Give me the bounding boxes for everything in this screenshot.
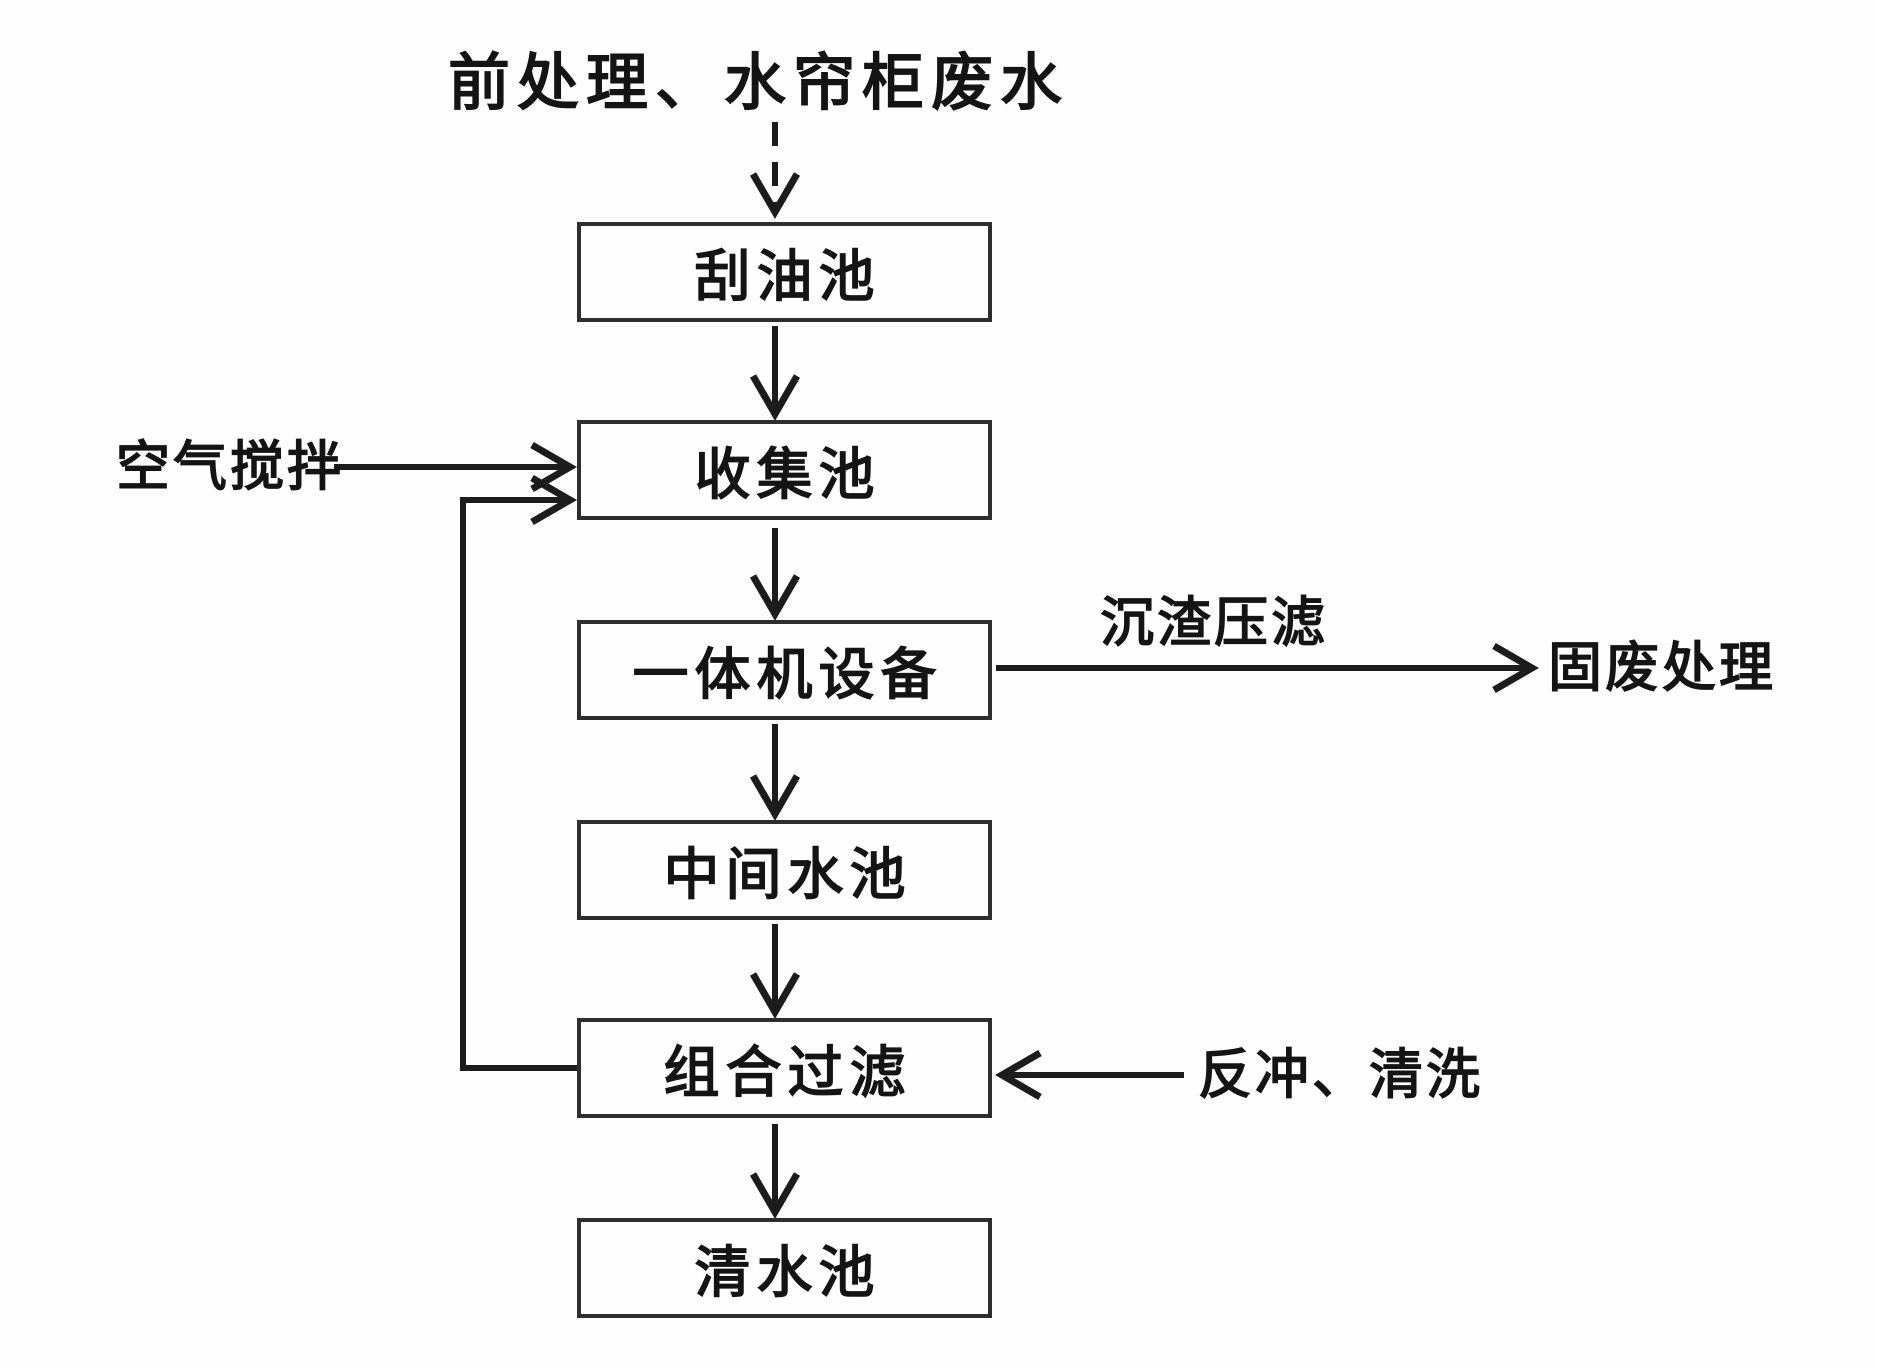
node-combined-filter: 组合过滤 — [577, 1018, 992, 1118]
source-wastewater-label: 前处理、水帘柜废水 — [448, 46, 1070, 119]
node-intermediate-water-tank-label: 中间水池 — [663, 842, 912, 908]
node-collection-tank-label: 收集池 — [694, 442, 881, 508]
node-collection-tank: 收集池 — [577, 420, 992, 520]
node-clean-water-tank-label: 清水池 — [694, 1240, 881, 1306]
node-oil-scraping-tank: 刮油池 — [577, 222, 992, 322]
node-oil-scraping-tank-label: 刮油池 — [694, 244, 881, 310]
node-integrated-machine-label: 一体机设备 — [632, 642, 943, 708]
node-clean-water-tank: 清水池 — [577, 1218, 992, 1318]
backwash-cleaning-label: 反冲、清洗 — [1198, 1043, 1483, 1106]
node-integrated-machine: 一体机设备 — [577, 620, 992, 720]
edge-combined-filter-recycle-to-collection — [460, 474, 579, 1071]
node-combined-filter-label: 组合过滤 — [663, 1040, 912, 1106]
sludge-press-filtration-label: 沉渣压滤 — [1100, 591, 1328, 654]
air-agitation-label: 空气搅拌 — [116, 435, 344, 498]
solid-waste-treatment-label: 固废处理 — [1548, 636, 1776, 699]
node-intermediate-water-tank: 中间水池 — [577, 820, 992, 920]
